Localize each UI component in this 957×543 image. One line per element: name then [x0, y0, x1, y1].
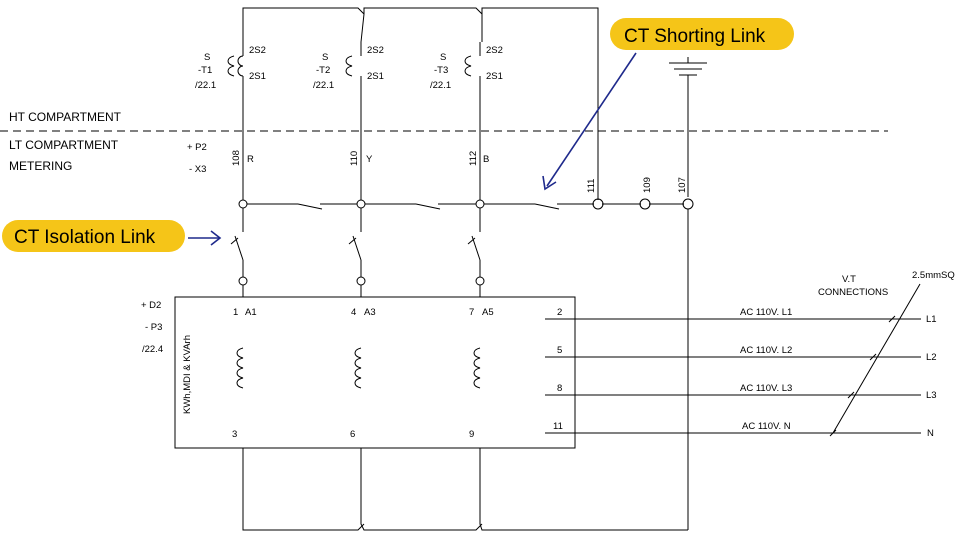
- svg-text:107: 107: [677, 177, 688, 193]
- ct-coil-t1: [227, 42, 244, 200]
- svg-text:A3: A3: [364, 307, 376, 318]
- svg-text:R: R: [247, 154, 254, 165]
- svg-text:6: 6: [350, 429, 355, 440]
- svg-text:2.5mmSQ: 2.5mmSQ: [912, 270, 955, 281]
- svg-text:S: S: [440, 52, 446, 63]
- isolation-switch-y: [348, 208, 366, 286]
- svg-text:LT COMPARTMENT: LT COMPARTMENT: [9, 138, 119, 152]
- shorting-bus: [247, 203, 684, 210]
- svg-text:8: 8: [557, 383, 562, 394]
- ct-top-wiring: [242, 7, 599, 200]
- svg-text:L3: L3: [926, 390, 937, 401]
- svg-text:A1: A1: [245, 307, 257, 318]
- svg-text:3: 3: [232, 429, 237, 440]
- svg-text:+ P2: + P2: [187, 142, 207, 153]
- svg-text:2S2: 2S2: [486, 45, 503, 56]
- isolation-switch-r: [230, 208, 248, 286]
- svg-text:-T3: -T3: [434, 65, 448, 76]
- ct-bottom-wiring: [242, 448, 688, 531]
- phase-wire-labels: 108 R 110 Y 112 B: [231, 150, 489, 166]
- svg-text:109: 109: [642, 177, 653, 193]
- svg-text:110: 110: [349, 151, 360, 166]
- ct-coil-t2: [345, 42, 362, 200]
- svg-text:5: 5: [557, 345, 562, 356]
- svg-text:-T1: -T1: [198, 65, 212, 76]
- vt-line-l2: 5 AC 110V. L2 L2: [545, 345, 937, 363]
- ct-label-t1: S -T1 /22.1 2S2 2S1: [195, 45, 266, 91]
- svg-text:Y: Y: [366, 154, 373, 165]
- ct-label-t3: S -T3 /22.1 2S2 2S1: [430, 45, 503, 91]
- vt-line-n: 11 AC 110V. N N: [545, 421, 934, 439]
- svg-text:/22.1: /22.1: [430, 80, 451, 91]
- svg-text:112: 112: [468, 151, 479, 166]
- svg-text:L2: L2: [926, 352, 937, 363]
- ct-label-t2: S -T2 /22.1 2S2 2S1: [313, 45, 384, 91]
- svg-text:7: 7: [469, 307, 474, 318]
- svg-text:CT Isolation Link: CT Isolation Link: [14, 227, 156, 248]
- svg-text:- X3: - X3: [189, 164, 206, 175]
- isolation-switch-b: [467, 208, 485, 286]
- svg-text:N: N: [927, 428, 934, 439]
- callout-shorting-link: CT Shorting Link: [542, 18, 794, 191]
- meter-bottom-terminals: 3 6 9: [232, 429, 474, 440]
- svg-text:- P3: - P3: [145, 322, 162, 333]
- earth-symbol: [669, 57, 707, 197]
- svg-text:2S1: 2S1: [486, 71, 503, 82]
- svg-text:2S2: 2S2: [249, 45, 266, 56]
- svg-text:V.T: V.T: [842, 274, 856, 285]
- svg-text:CT Shorting Link: CT Shorting Link: [624, 26, 766, 47]
- svg-text:HT COMPARTMENT: HT COMPARTMENT: [9, 110, 122, 124]
- svg-text:2S2: 2S2: [367, 45, 384, 56]
- svg-text:A5: A5: [482, 307, 494, 318]
- compartment-labels: HT COMPARTMENT LT COMPARTMENT METERING +…: [9, 110, 207, 175]
- svg-text:L1: L1: [926, 314, 937, 325]
- svg-text:AC 110V. L2: AC 110V. L2: [740, 345, 792, 356]
- svg-text:/22.1: /22.1: [195, 80, 216, 91]
- svg-text:+ D2: + D2: [141, 300, 161, 311]
- svg-text:-T2: -T2: [316, 65, 330, 76]
- svg-text:2S1: 2S1: [249, 71, 266, 82]
- svg-text:1: 1: [233, 307, 238, 318]
- svg-text:S: S: [204, 52, 210, 63]
- svg-text:AC 110V. N: AC 110V. N: [742, 421, 791, 432]
- meter-top-terminals: 1 A1 4 A3 7 A5: [233, 307, 494, 318]
- ct-coil-t3: [464, 42, 481, 200]
- callout-isolation-link: CT Isolation Link: [2, 220, 222, 252]
- svg-text:KWh,MDI & KVArh: KWh,MDI & KVArh: [182, 335, 193, 414]
- meter-refs: + D2 - P3 /22.4 KWh,MDI & KVArh: [141, 300, 193, 414]
- svg-text:AC 110V. L3: AC 110V. L3: [740, 383, 792, 394]
- svg-text:AC 110V. L1: AC 110V. L1: [740, 307, 792, 318]
- meter-box: [174, 285, 576, 449]
- svg-text:/22.1: /22.1: [313, 80, 334, 91]
- svg-text:4: 4: [351, 307, 356, 318]
- svg-text:CONNECTIONS: CONNECTIONS: [818, 287, 888, 298]
- vt-header: V.T CONNECTIONS 2.5mmSQ: [818, 270, 955, 434]
- svg-text:111: 111: [586, 179, 597, 193]
- svg-text:108: 108: [231, 150, 242, 166]
- svg-text:/22.4: /22.4: [142, 344, 163, 355]
- svg-text:11: 11: [553, 421, 563, 432]
- vt-line-l1: 2 AC 110V. L1 L1: [545, 307, 937, 325]
- svg-text:2S1: 2S1: [367, 71, 384, 82]
- extra-wire-labels: 111 109 107: [586, 177, 688, 193]
- vt-line-l3: 8 AC 110V. L3 L3: [545, 383, 937, 401]
- svg-text:B: B: [483, 154, 489, 165]
- svg-text:2: 2: [557, 307, 562, 318]
- svg-text:9: 9: [469, 429, 474, 440]
- meter-coils: [236, 347, 481, 389]
- svg-text:S: S: [322, 52, 328, 63]
- svg-text:METERING: METERING: [9, 159, 72, 173]
